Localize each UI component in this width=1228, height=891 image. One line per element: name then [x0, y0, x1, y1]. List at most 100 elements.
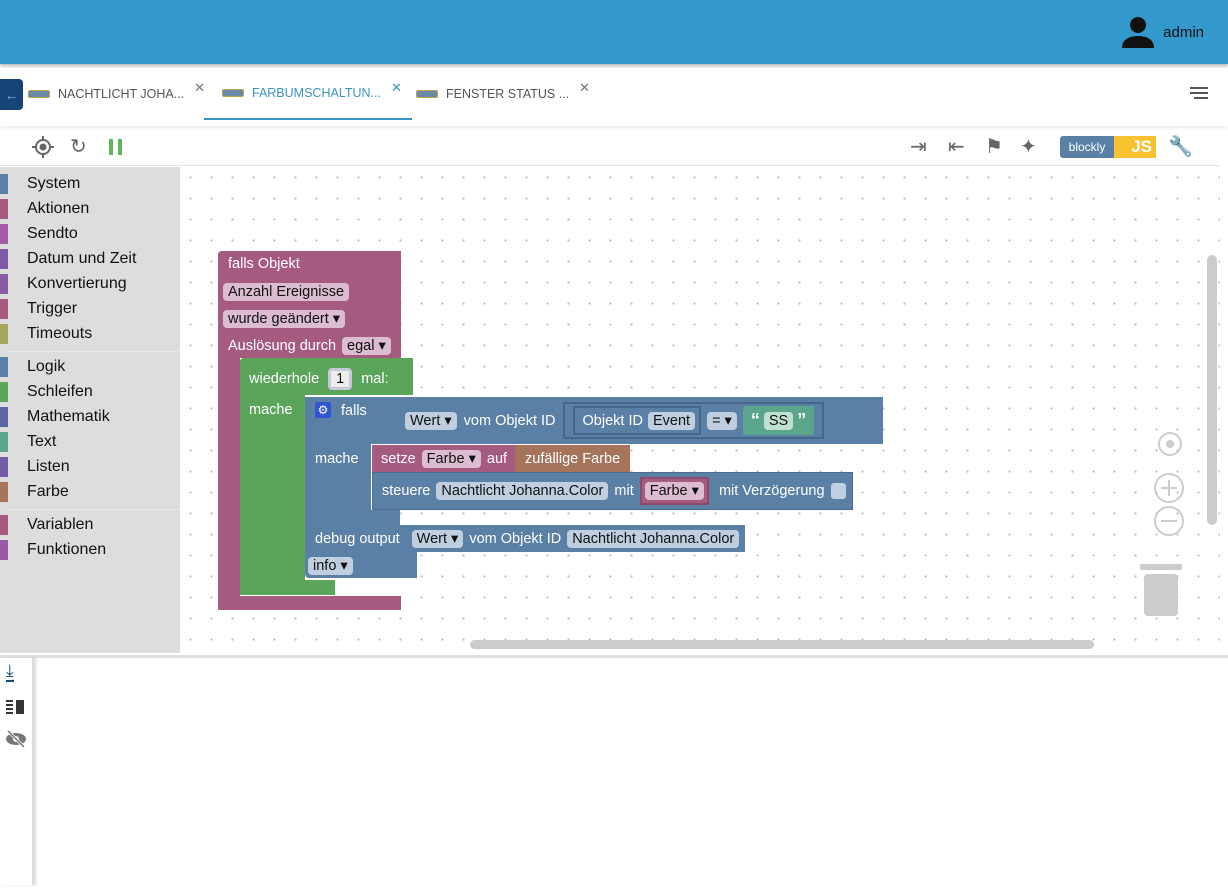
variable-dropdown[interactable]: Farbe ▾ — [421, 449, 481, 468]
category-color-swatch — [0, 482, 8, 502]
blockly-workspace[interactable]: falls Objekt Anzahl Ereignisse wurde geä… — [180, 167, 1220, 653]
back-arrow-icon[interactable]: ← — [0, 79, 23, 110]
control-label: steuere — [382, 483, 431, 499]
category-aktionen[interactable]: Aktionen — [0, 198, 180, 220]
category-listen[interactable]: Listen — [0, 456, 180, 478]
operator-dropdown[interactable]: = ▾ — [707, 411, 737, 430]
condition-dropdown[interactable]: wurde geändert ▾ — [223, 310, 346, 328]
category-label: Schleifen — [27, 383, 93, 400]
tab-nachtlicht[interactable]: NACHTLICHT JOHA...✕ — [28, 68, 205, 120]
category-label: Aktionen — [27, 200, 90, 217]
debug-block[interactable]: debug output Wert ▾ vom Objekt ID Nachtl… — [305, 525, 746, 552]
export-icon[interactable]: ⇥ — [910, 136, 927, 158]
category-color-swatch — [0, 515, 8, 535]
random-color-block[interactable]: zufällige Farbe — [515, 445, 631, 472]
scroll-bottom-icon[interactable]: ⤓ — [6, 661, 14, 682]
flag-checkered-icon[interactable]: ⚑ — [985, 136, 1003, 158]
import-icon[interactable]: ⇤ — [948, 136, 965, 158]
category-mathematik[interactable]: Mathematik — [0, 406, 180, 428]
tab-label: FARBUMSCHALTUN... — [252, 86, 381, 100]
value-dropdown[interactable]: Wert ▾ — [411, 529, 464, 548]
if-label: falls — [341, 403, 367, 419]
category-color-swatch — [0, 324, 8, 344]
compare-block[interactable]: Objekt ID Event = ▾ “ SS ” — [562, 402, 825, 439]
category-farbe[interactable]: Farbe — [0, 481, 180, 503]
category-label: Funktionen — [27, 541, 107, 558]
category-text[interactable]: Text — [0, 431, 180, 453]
category-label: Mathematik — [27, 408, 110, 425]
tab-fenster-status[interactable]: FENSTER STATUS ...✕ — [416, 68, 590, 120]
category-timeouts[interactable]: Timeouts — [0, 323, 180, 345]
quote-close: ” — [797, 410, 807, 430]
value-dropdown[interactable]: Wert ▾ — [405, 411, 457, 430]
category-color-swatch — [0, 224, 8, 244]
locate-icon[interactable] — [32, 136, 54, 158]
user-icon — [1122, 17, 1155, 48]
text-block[interactable]: “ SS ” — [742, 406, 815, 435]
trash-icon[interactable] — [1140, 562, 1182, 618]
variable-get-block[interactable]: Farbe ▾ — [639, 477, 709, 505]
object-id-field[interactable]: Event — [647, 411, 696, 430]
trigger-by-dropdown[interactable]: egal ▾ — [342, 337, 391, 355]
close-tab-icon[interactable]: ✕ — [194, 80, 206, 95]
vertical-scrollbar[interactable] — [1207, 255, 1217, 525]
list-view-icon[interactable] — [6, 700, 26, 714]
debug-label: debug output — [315, 530, 400, 547]
refresh-icon[interactable]: ↻ — [70, 136, 87, 158]
object-id-block[interactable]: Objekt ID Event — [572, 406, 702, 435]
category-variablen[interactable]: Variablen — [0, 514, 180, 536]
category-sendto[interactable]: Sendto — [0, 223, 180, 245]
set-variable-block[interactable]: setze Farbe ▾ auf — [372, 445, 516, 472]
zoom-in-icon[interactable] — [1153, 472, 1185, 504]
quote-open: “ — [750, 410, 760, 430]
pause-icon[interactable] — [109, 139, 123, 155]
category-color-swatch — [0, 457, 8, 477]
category-schleifen[interactable]: Schleifen — [0, 381, 180, 403]
zoom-out-icon[interactable] — [1153, 505, 1185, 537]
trigger-by-label: Auslösung durch — [228, 338, 337, 354]
tab-bar: NACHTLICHT JOHA...✕ FARBUMSCHALTUN... ✕ F… — [0, 68, 1228, 126]
variable-dropdown[interactable]: Farbe ▾ — [644, 482, 704, 500]
control-target-field[interactable]: Nachtlicht Johanna.Color — [436, 482, 609, 500]
app-header: admin — [0, 0, 1228, 64]
if-block-column — [305, 397, 371, 525]
recenter-icon[interactable] — [1155, 429, 1185, 459]
category-label: Sendto — [27, 225, 78, 242]
category-datum-und-zeit[interactable]: Datum und Zeit — [0, 248, 180, 270]
times-label: mal: — [361, 371, 389, 387]
category-color-swatch — [0, 407, 8, 427]
object-id-field[interactable]: Anzahl Ereignisse — [223, 283, 350, 301]
category-label: Variablen — [27, 516, 94, 533]
repeat-count-field[interactable]: 1 — [328, 368, 353, 390]
debug-target-field[interactable]: Nachtlicht Johanna.Color — [567, 529, 740, 548]
username: admin — [1163, 23, 1204, 41]
trigger-block-bottom — [218, 596, 401, 610]
sparkle-icon[interactable]: ✦ — [1020, 136, 1037, 158]
wrench-icon[interactable]: 🔧 — [1168, 136, 1193, 158]
toolbar: ↻ ⇥ ⇤ ⚑ ✦ blockly JS 🔧 — [0, 128, 1220, 166]
tab-farbumschaltung[interactable]: FARBUMSCHALTUN... ✕ — [204, 68, 412, 120]
log-panel — [0, 655, 1228, 885]
delay-checkbox[interactable] — [830, 483, 846, 499]
blockly-label: blockly — [1060, 136, 1114, 158]
log-level-dropdown[interactable]: info ▾ — [308, 557, 353, 575]
blockly-js-toggle[interactable]: blockly JS — [1060, 136, 1156, 158]
category-label: Listen — [27, 458, 70, 475]
text-field[interactable]: SS — [763, 411, 794, 430]
category-konvertierung[interactable]: Konvertierung — [0, 273, 180, 295]
repeat-label: wiederhole — [249, 371, 320, 387]
eye-off-icon[interactable] — [5, 730, 27, 748]
category-logik[interactable]: Logik — [0, 356, 180, 378]
close-tab-icon[interactable]: ✕ — [579, 80, 591, 95]
menu-icon[interactable] — [1190, 86, 1210, 100]
user-menu[interactable]: admin — [1121, 16, 1204, 48]
horizontal-scrollbar[interactable] — [470, 640, 1094, 649]
category-funktionen[interactable]: Funktionen — [0, 539, 180, 561]
gear-icon[interactable]: ⚙ — [315, 402, 331, 418]
control-block[interactable]: steuere Nachtlicht Johanna.Color mit Far… — [372, 472, 853, 510]
category-label: System — [27, 175, 81, 192]
category-trigger[interactable]: Trigger — [0, 298, 180, 320]
close-tab-icon[interactable]: ✕ — [390, 80, 402, 95]
category-system[interactable]: System — [0, 173, 180, 195]
